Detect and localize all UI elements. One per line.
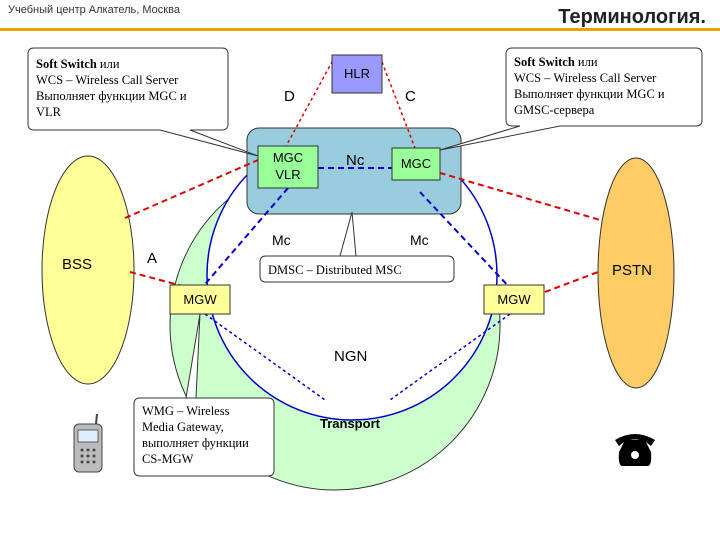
- interface-d-label: D: [284, 88, 295, 105]
- telephone-icon: [615, 434, 655, 466]
- callout-right-line3: Выполняет функции MGC и: [514, 87, 665, 101]
- hlr-label: HLR: [343, 66, 370, 81]
- transport-label: Transport: [320, 416, 380, 431]
- interface-mc-left-label: Mc: [272, 232, 291, 248]
- ngn-label: NGN: [334, 348, 368, 365]
- pstn-label: PSTN: [612, 262, 653, 279]
- mgw-right-label: MGW: [497, 292, 531, 307]
- mgw-pstn-dashed-line: [544, 271, 599, 293]
- callout-left-bold: Soft Switch: [36, 57, 97, 71]
- interface-a-label: A: [147, 250, 158, 267]
- callout-left-line3: Выполняет функции MGC и: [36, 89, 187, 103]
- mgc-vlr-box: [257, 145, 319, 189]
- mgw-transport-line-right: [389, 313, 511, 401]
- bss-mgc-dashed-line: [124, 159, 259, 219]
- callout-left-line2: WCS – Wireless Call Server: [36, 73, 179, 87]
- callout-right-line2: WCS – Wireless Call Server: [514, 71, 657, 85]
- header-left-text: Учебный центр Алкатель, Москва: [8, 4, 180, 16]
- bss-label: BSS: [62, 256, 93, 273]
- mgc-vlr-label: MGC VLR: [258, 149, 318, 183]
- mgw-left-label: MGW: [183, 292, 217, 307]
- mgc-right-box: [391, 147, 441, 181]
- hlr-box: [331, 54, 383, 94]
- callout-right-line1: или: [574, 55, 598, 69]
- bss-ellipse: [41, 155, 135, 385]
- mgc-right-label: MGC: [400, 156, 432, 171]
- callout-wmg-text: WMG – Wireless Media Gateway, выполняет …: [142, 403, 272, 467]
- hlr-d-dashed-line: [284, 61, 333, 149]
- callout-wmg-line4: CS-MGW: [142, 452, 194, 466]
- callout-left-line1: или: [96, 57, 120, 71]
- mobile-phone-icon: [73, 413, 103, 473]
- callout-wmg-line3: выполняет функции: [142, 436, 249, 450]
- callout-left-bubble: [27, 47, 259, 157]
- mgw-transport-line-left: [204, 313, 326, 401]
- callout-dmsc-bubble: [259, 211, 455, 283]
- callout-left-text: Soft Switch или WCS – Wireless Call Serv…: [36, 56, 226, 120]
- mgc-vlr-label-2: VLR: [275, 167, 301, 182]
- callout-right-text: Soft Switch или WCS – Wireless Call Serv…: [514, 54, 700, 118]
- interface-mc-right-label: Mc: [410, 232, 429, 248]
- mc-left-dashed-line: [199, 187, 289, 291]
- callout-wmg-line1: WMG – Wireless: [142, 404, 230, 418]
- callout-wmg-line2: Media Gateway,: [142, 420, 224, 434]
- callout-left-line4: VLR: [36, 105, 61, 119]
- callout-wmg-bubble: [133, 313, 275, 477]
- page-title: Терминология.: [558, 6, 706, 28]
- callout-right-bubble: [439, 47, 703, 151]
- mgc-vlr-label-1: MGC: [272, 150, 304, 165]
- mgw-left-box: [169, 284, 231, 315]
- callout-right-line4: GMSC-сервера: [514, 103, 595, 117]
- mc-right-dashed-line: [419, 191, 513, 291]
- callout-right-bold: Soft Switch: [514, 55, 575, 69]
- interface-c-label: C: [405, 88, 416, 105]
- mgw-right-box: [483, 284, 545, 315]
- interface-nc-label: Nc: [346, 152, 365, 169]
- callout-dmsc-text: DMSC – Distributed MSC: [268, 263, 402, 277]
- header-divider: [0, 28, 720, 31]
- pstn-ellipse: [597, 157, 675, 389]
